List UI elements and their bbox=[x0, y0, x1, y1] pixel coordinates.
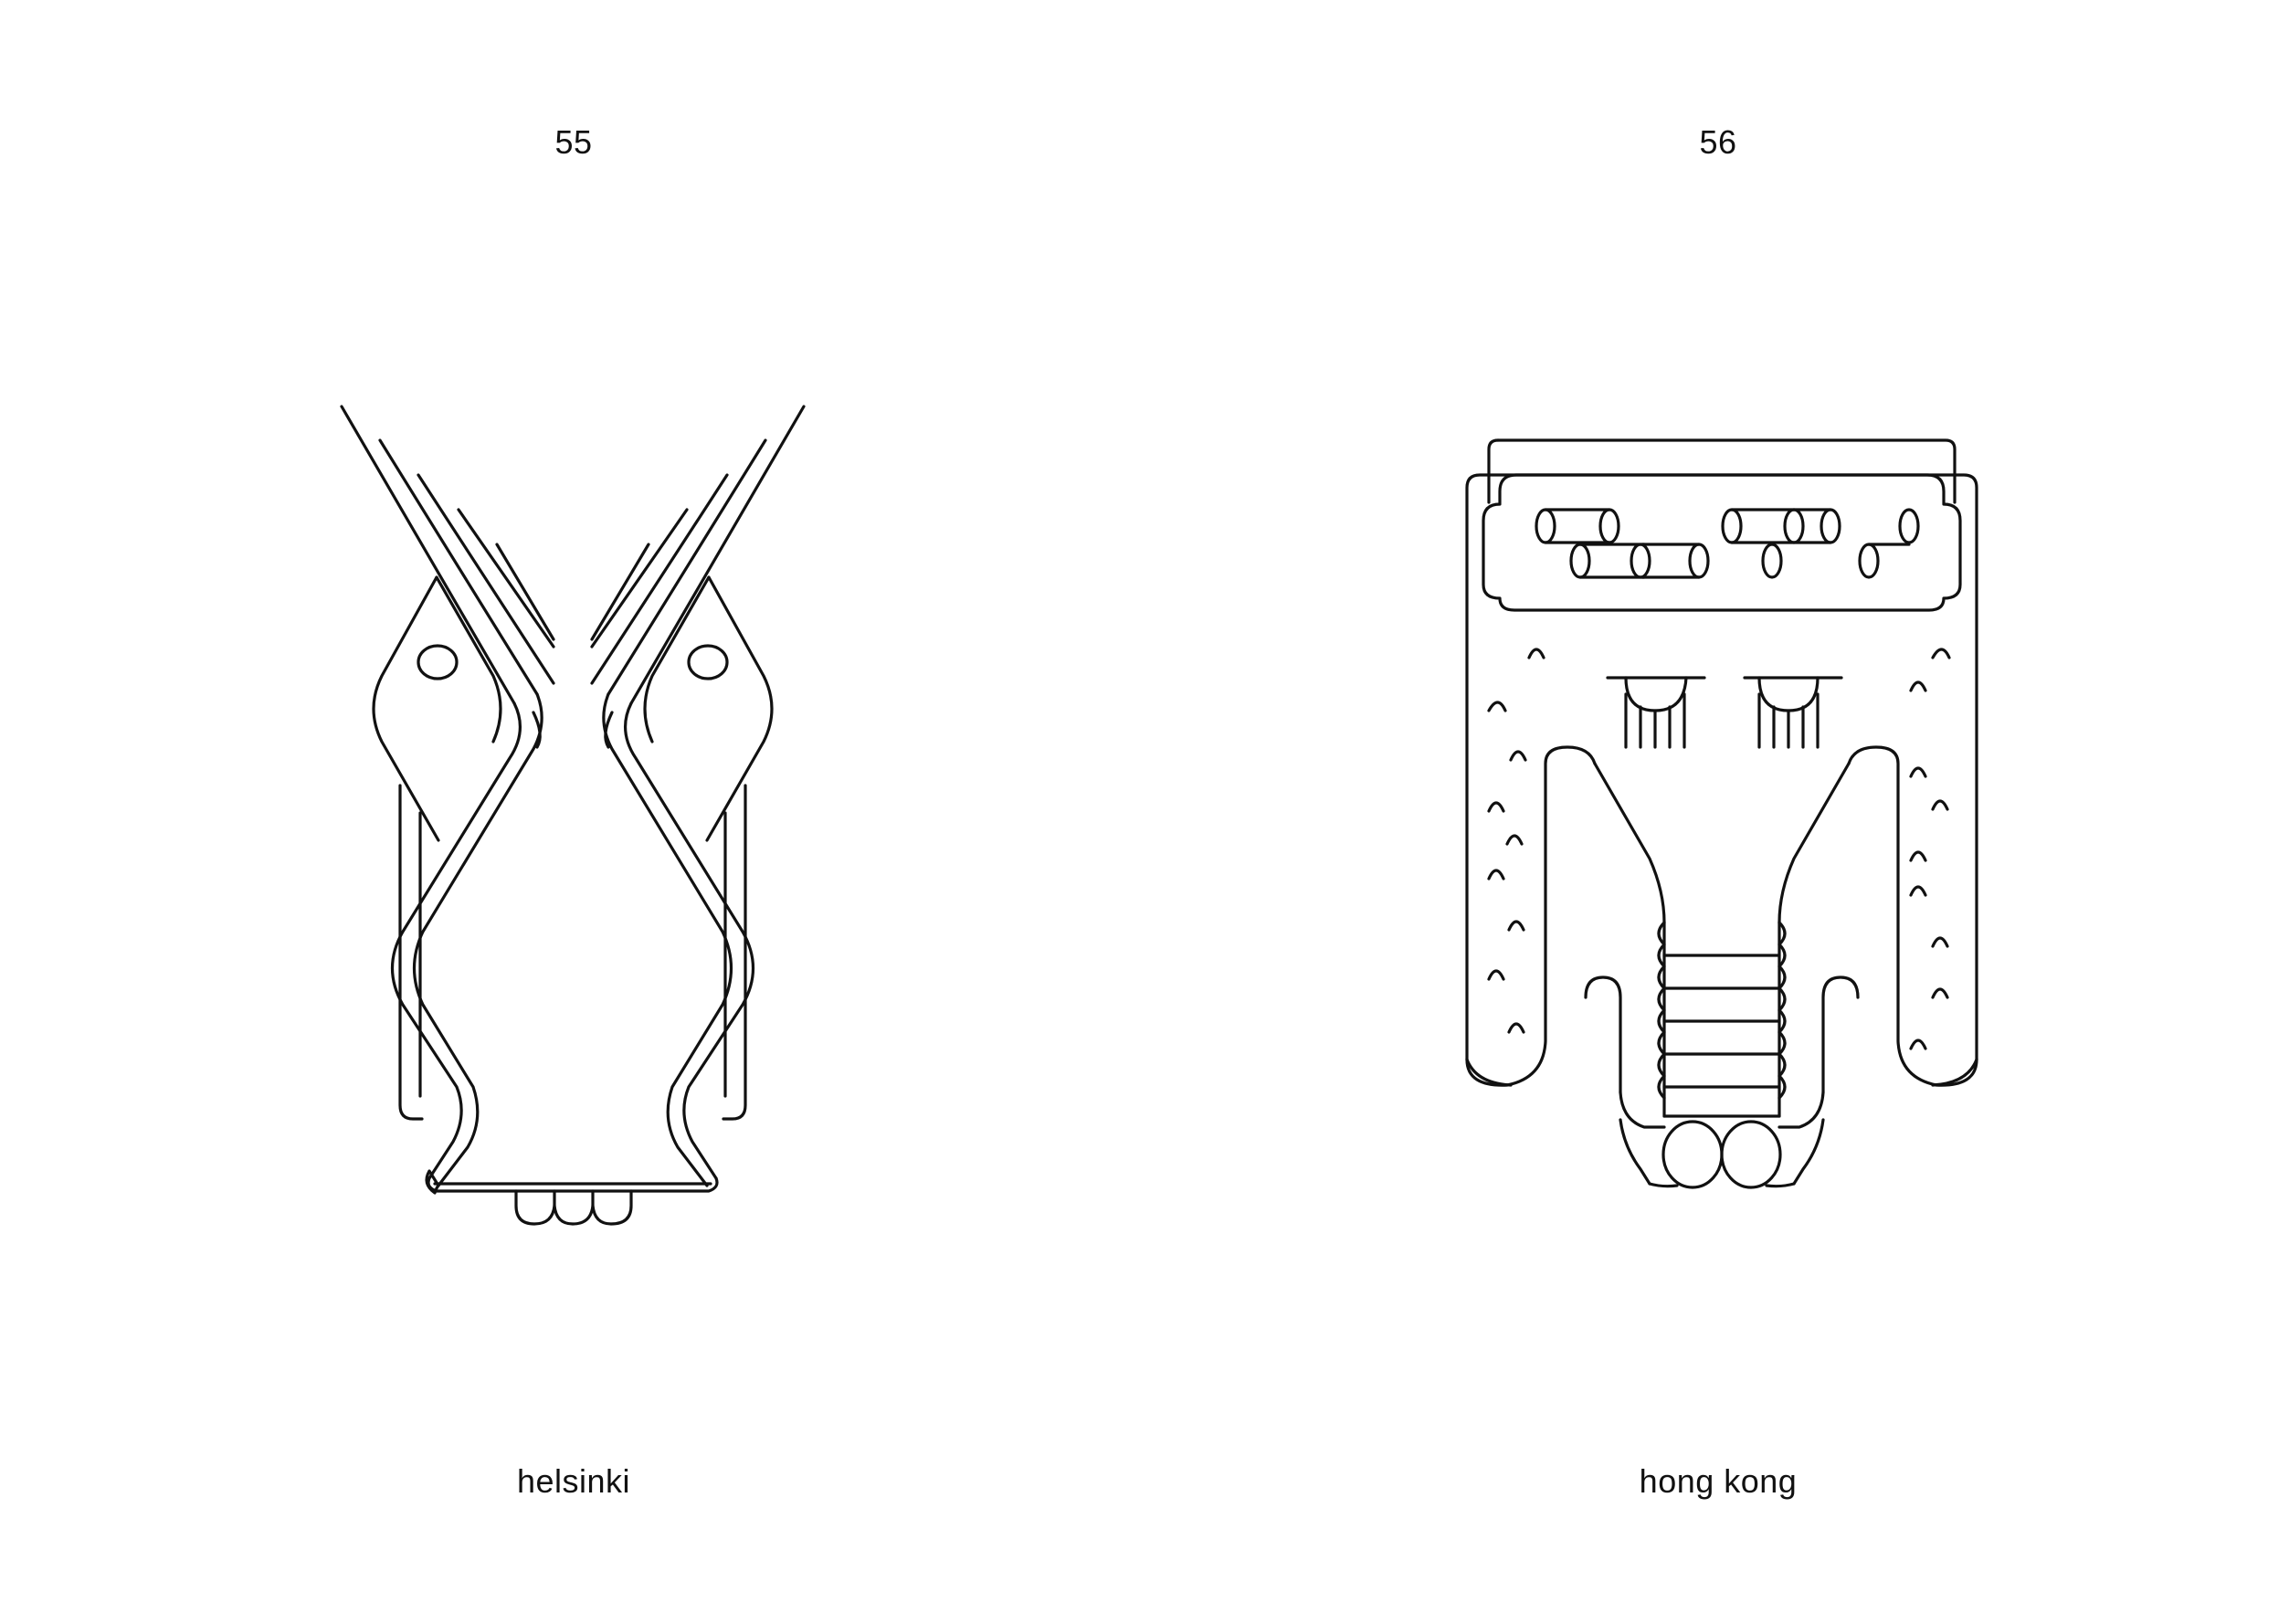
caption-right: hong kong bbox=[1639, 1462, 1798, 1500]
page-right: 56 bbox=[1144, 0, 2289, 1624]
page-number-right: 56 bbox=[1699, 123, 1737, 161]
caption-left: helsinki bbox=[516, 1462, 631, 1500]
page-number-left: 55 bbox=[554, 123, 593, 161]
helsinki-illustration-icon bbox=[340, 405, 806, 1226]
page-left: 55 bbox=[0, 0, 1144, 1624]
